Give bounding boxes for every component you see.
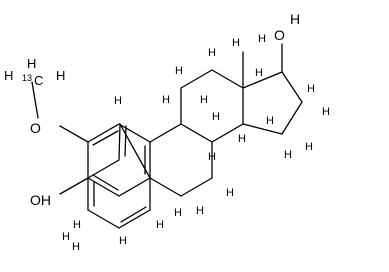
implicit-hydrogen-label: H [156, 219, 164, 231]
bond-c11-c12 [180, 69, 213, 89]
implicit-hydrogen-label: H [258, 33, 266, 45]
bond-ar-4 [87, 177, 120, 197]
bond-c14-c8 [211, 123, 244, 143]
isotope-superscript: 13 [22, 73, 32, 83]
ring-a-hexagon [87, 123, 151, 197]
implicit-hydrogen-label: H [62, 231, 70, 243]
implicit-hydrogen-label: H [196, 205, 204, 217]
bond-o-ch3 [31, 81, 39, 119]
implicit-hydrogen-label: H [212, 111, 220, 123]
implicit-hydrogen-label: H [307, 83, 315, 95]
implicit-hydrogen-label: H [174, 207, 182, 219]
hydroxyl-17-o: O [274, 27, 285, 43]
methoxy-oxygen-label: O [30, 120, 41, 136]
methyl-h-right: H [56, 68, 65, 83]
ring-d [242, 71, 303, 135]
ring-b [149, 123, 213, 197]
bond-c1-c2-inner [124, 125, 127, 157]
implicit-hydrogen-label: H [232, 37, 240, 49]
bond-c17-c16 [281, 71, 303, 103]
hydroxyl-17-label: O H [274, 11, 300, 43]
bond-c3-oh [59, 177, 89, 195]
bond-c1-c2 [118, 123, 121, 161]
bond-c10-c9 [149, 123, 182, 143]
bond-c6-c5 [149, 177, 182, 197]
ring-a-aromatic [87, 123, 151, 229]
bond-c9-c8 [180, 123, 213, 143]
bond-c4-c5 [87, 209, 120, 229]
implicit-hydrogen-label: H [284, 149, 292, 161]
methyl-h-top: H [27, 56, 36, 71]
bond-ar-6-inner [92, 130, 119, 146]
bond-c13-c17 [242, 71, 283, 89]
bond-ar-3 [118, 177, 151, 197]
implicit-hydrogen-label: H [208, 151, 216, 163]
substituents [31, 43, 283, 195]
bond-c5-c10 [118, 209, 151, 229]
implicit-hydrogen-label: H [266, 115, 274, 127]
bond-c7-c6 [180, 177, 213, 197]
implicit-hydrogen-label: H [208, 47, 216, 59]
bond-ar-6 [87, 123, 120, 143]
bond-ar-4-inner [92, 174, 119, 191]
ring-c [180, 69, 244, 143]
bond-c15-c14 [242, 123, 283, 135]
hydroxyl-17-h: H [290, 11, 300, 27]
bond-c16-c15 [281, 101, 303, 135]
methyl-carbon-label: C [34, 73, 43, 88]
implicit-hydrogen-label: H [175, 65, 183, 77]
bond-ar-1 [118, 123, 151, 143]
bond-c5-c10-inner [120, 206, 147, 223]
implicit-hydrogen-label: H [162, 94, 170, 106]
methoxy-label: H H H 13 C O [4, 56, 65, 136]
implicit-hydrogen-label: H [322, 106, 330, 118]
implicit-hydrogen-label: H [226, 187, 234, 199]
hydroxyl-3-label: OH [30, 192, 51, 208]
implicit-hydrogen-label: H [114, 95, 122, 107]
implicit-hydrogen-label: H [200, 94, 208, 106]
implicit-hydrogen-label: H [119, 235, 127, 247]
bond-c2-o-methoxy [59, 125, 89, 143]
implicit-hydrogen-label: H [238, 133, 246, 145]
implicit-hydrogen-label: H [73, 219, 81, 231]
methyl-h-left: H [4, 68, 13, 83]
implicit-hydrogen-label: H [255, 67, 263, 79]
bond-c12-c13 [211, 69, 244, 89]
implicit-hydrogen-label: H [72, 241, 80, 253]
implicit-hydrogen-label: H [305, 141, 313, 153]
